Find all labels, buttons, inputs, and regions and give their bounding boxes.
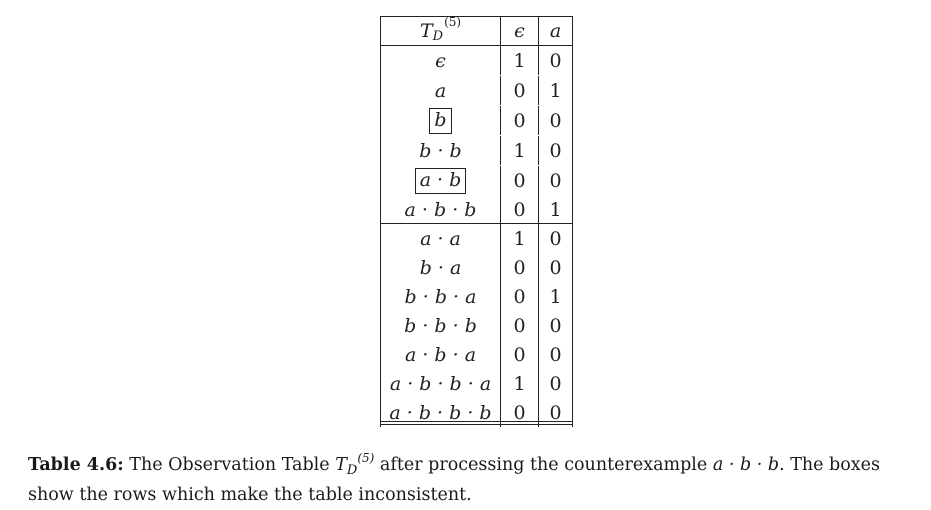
header-sup: (5)	[444, 15, 462, 29]
row-label: a · a	[420, 227, 461, 250]
row-label: a · b · b · b	[389, 401, 492, 424]
caption-text-middle: after processing the counterexample	[379, 455, 708, 475]
row-label: b · b · a	[404, 285, 477, 308]
row-label: a · b · a	[404, 343, 477, 366]
table-caption: Table 4.6: The Observation Table TD(5) a…	[28, 451, 908, 509]
cell-epsilon: 0	[500, 166, 538, 195]
cell-a: 0	[538, 311, 572, 340]
caption-math-base: T	[335, 455, 347, 475]
header-rule	[381, 45, 572, 46]
row-label-cell: b · a	[381, 253, 500, 282]
cell-epsilon: 0	[500, 106, 538, 135]
row-label-cell: b · b · b	[381, 311, 500, 340]
cell-epsilon: 1	[500, 46, 538, 75]
row-label: b · b · b	[404, 314, 477, 337]
cell-a: 0	[538, 166, 572, 195]
row-label-cell: a · b	[381, 166, 500, 195]
cell-a: 0	[538, 224, 572, 253]
section-rule	[381, 223, 572, 224]
row-label: a · b · b	[404, 198, 477, 221]
caption-text-after: . The boxes show the rows which make the…	[28, 455, 880, 505]
row-label: ϵ	[435, 49, 446, 72]
cell-a: 1	[538, 195, 572, 224]
row-label-cell: a · b · b · a	[381, 369, 500, 398]
row-label: b · b	[419, 139, 462, 162]
cell-a: 0	[538, 398, 572, 427]
header-sub: D	[432, 28, 444, 44]
caption-counterexample: a · b · b	[712, 455, 780, 475]
cell-a: 0	[538, 253, 572, 282]
row-label-cell: b · b · a	[381, 282, 500, 311]
boxed-row-label: a · b	[414, 167, 467, 194]
cell-epsilon: 1	[500, 224, 538, 253]
cell-a: 0	[538, 46, 572, 75]
row-label-cell: a · b · b · b	[381, 398, 500, 427]
row-label-cell: ϵ	[381, 46, 500, 75]
row-label-cell: a · a	[381, 224, 500, 253]
caption-math-sup: (5)	[357, 451, 375, 465]
row-label-cell: a · b · a	[381, 340, 500, 369]
cell-a: 1	[538, 282, 572, 311]
cell-epsilon: 0	[500, 398, 538, 427]
cell-epsilon: 0	[500, 253, 538, 282]
row-label: a	[434, 79, 447, 102]
caption-math-sub: D	[346, 463, 358, 478]
cell-a: 0	[538, 369, 572, 398]
cell-epsilon: 0	[500, 195, 538, 224]
col-header-a: a	[538, 17, 572, 45]
cell-epsilon: 1	[500, 136, 538, 165]
cell-epsilon: 0	[500, 76, 538, 105]
cell-a: 1	[538, 76, 572, 105]
col-header-epsilon: ϵ	[500, 17, 538, 45]
cell-epsilon: 0	[500, 311, 538, 340]
caption-math: TD(5)	[335, 451, 374, 478]
row-label-cell: a	[381, 76, 500, 105]
caption-label: Table 4.6:	[28, 455, 124, 475]
row-label-cell: b	[381, 106, 500, 135]
caption-text-before: The Observation Table	[129, 455, 330, 475]
cell-a: 0	[538, 136, 572, 165]
cell-a: 0	[538, 106, 572, 135]
row-label-cell: b · b	[381, 136, 500, 165]
cell-epsilon: 0	[500, 340, 538, 369]
bottom-double-rule	[381, 421, 572, 425]
row-label: a · b · b · a	[389, 372, 492, 395]
row-label: b · a	[419, 256, 462, 279]
cell-epsilon: 1	[500, 369, 538, 398]
boxed-row-label: b	[429, 107, 452, 134]
header-t: T	[419, 20, 433, 42]
cell-epsilon: 0	[500, 282, 538, 311]
row-label-cell: a · b · b	[381, 195, 500, 224]
cell-a: 0	[538, 340, 572, 369]
